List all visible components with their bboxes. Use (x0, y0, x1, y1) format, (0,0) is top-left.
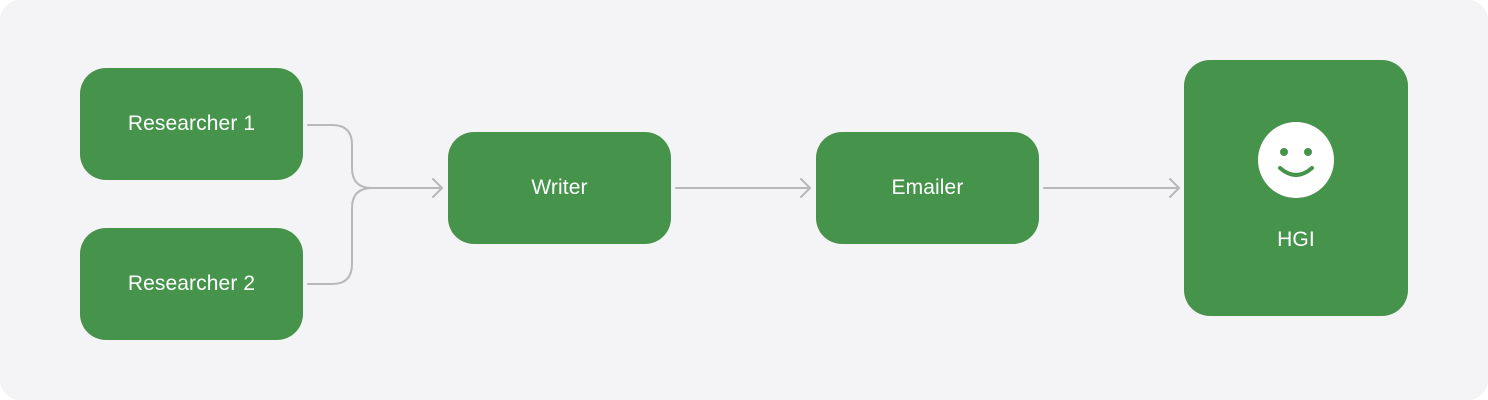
node-label: HGI (1277, 228, 1315, 251)
node-emailer[interactable]: Emailer (816, 132, 1039, 244)
node-researcher-2[interactable]: Researcher 2 (80, 228, 303, 340)
node-researcher-1[interactable]: Researcher 1 (80, 68, 303, 180)
node-hgi[interactable]: HGI (1184, 60, 1408, 316)
arrowhead-writer (432, 178, 443, 198)
arrowhead-hgi (1169, 178, 1180, 198)
arrowhead-emailer (800, 178, 811, 198)
node-label: Writer (531, 176, 588, 199)
node-label: Researcher 2 (127, 272, 256, 295)
node-label: Researcher 1 (127, 112, 256, 135)
connector-researcher-1-to-writer (307, 124, 443, 189)
smiley-face-icon (1258, 122, 1334, 198)
node-writer[interactable]: Writer (448, 132, 671, 244)
connector-researcher-2-to-writer (307, 187, 373, 285)
node-label: Emailer (891, 176, 964, 199)
